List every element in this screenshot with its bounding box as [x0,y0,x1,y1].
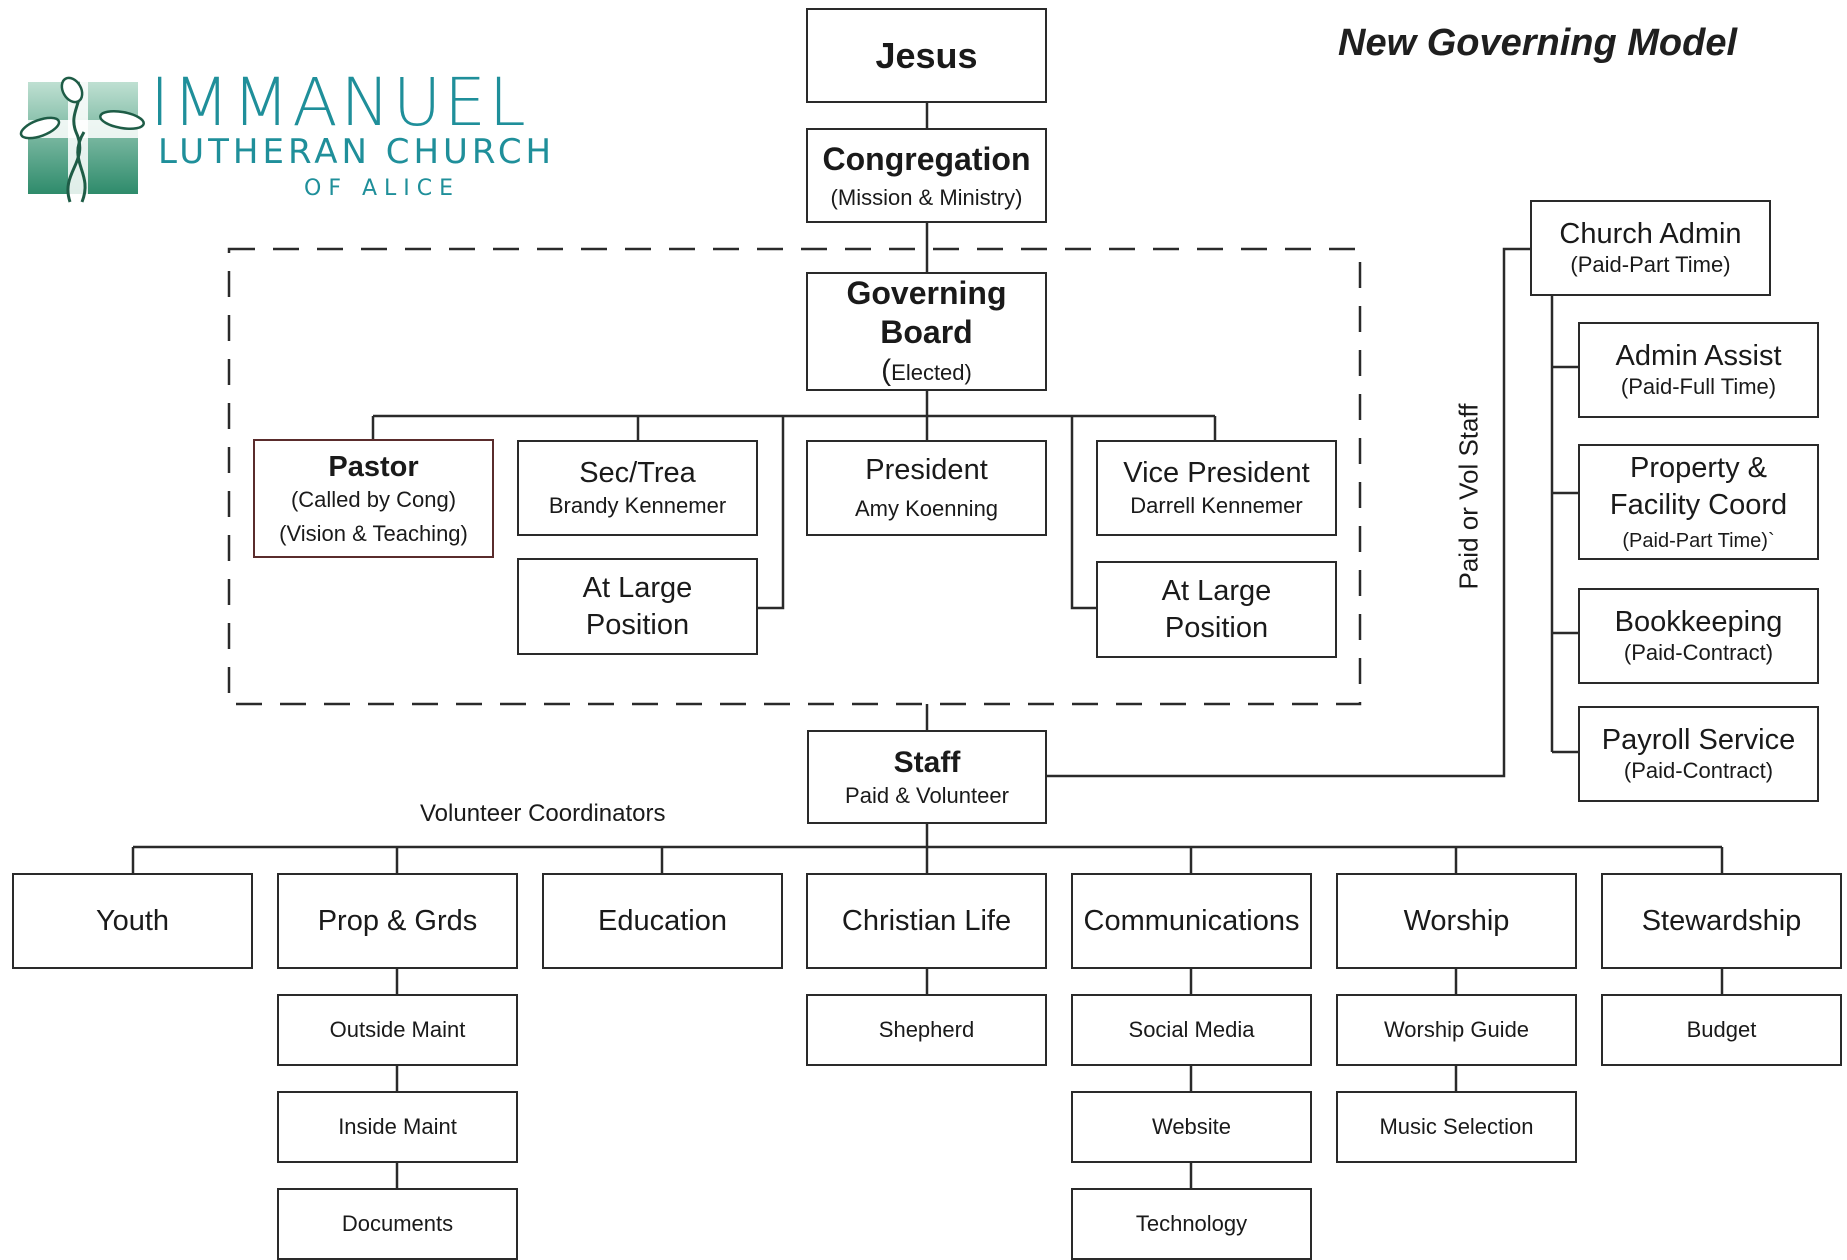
coordinator-prop-grds-label: Prop & Grds [317,904,478,937]
sec-trea-name: Brandy Kennemer [548,493,727,519]
sub-website-label: Website [1151,1113,1232,1139]
coordinator-prop-grds: Prop & Grds [277,873,518,969]
congregation-box: Congregation (Mission & Ministry) [806,128,1047,223]
staff-title: Staff [893,745,961,779]
payroll-title: Payroll Service [1601,724,1796,757]
coordinator-stewardship-label: Stewardship [1641,904,1802,937]
sub-outside-maint-label: Outside Maint [329,1016,466,1042]
pastor-title: Pastor [328,450,419,483]
logo-line1: IMMANUEL [150,64,529,141]
sec-trea-box: Sec/Trea Brandy Kennemer [517,440,758,536]
sub-budget: Budget [1601,994,1842,1066]
jesus-box: Jesus [806,8,1047,103]
sub-music-selection-label: Music Selection [1379,1113,1534,1139]
property-line1: Property & [1630,452,1767,485]
coordinator-worship-label: Worship [1403,904,1510,937]
logo-line2: LUTHERAN CHURCH [158,132,556,172]
admin-assist-box: Admin Assist (Paid-Full Time) [1578,322,1819,418]
board-sub-paren: ( [881,353,892,387]
church-admin-title: Church Admin [1559,218,1742,251]
sub-budget-label: Budget [1686,1016,1757,1042]
coordinator-stewardship: Stewardship [1601,873,1842,969]
church-logo: IMMANUEL LUTHERAN CHURCH OF ALICE [10,64,650,212]
admin-assist-title: Admin Assist [1615,340,1782,373]
pastor-box: Pastor (Called by Cong) (Vision & Teachi… [253,439,494,558]
sub-website: Website [1071,1091,1312,1163]
board-sub: (Elected) [881,353,972,389]
at-large-left-line2: Position [585,608,690,641]
staff-sub: Paid & Volunteer [845,782,1009,808]
coordinator-youth-label: Youth [95,904,170,937]
coordinator-education: Education [542,873,783,969]
at-large-right-line2: Position [1164,611,1269,644]
sub-documents: Documents [277,1188,518,1260]
sub-worship-guide: Worship Guide [1336,994,1577,1066]
bookkeeping-title: Bookkeeping [1614,606,1783,639]
jesus-label: Jesus [875,34,978,76]
coordinator-christian-life-label: Christian Life [841,904,1012,937]
payroll-service-box: Payroll Service (Paid-Contract) [1578,706,1819,802]
coordinator-worship: Worship [1336,873,1577,969]
board-title-line1: Governing [846,275,1007,312]
at-large-left-line1: At Large [582,571,693,604]
bookkeeping-sub: (Paid-Contract) [1623,640,1774,666]
property-facility-box: Property & Facility Coord (Paid-Part Tim… [1578,444,1819,560]
at-large-position-left: At Large Position [517,558,758,655]
sub-social-media-label: Social Media [1128,1016,1255,1042]
sub-technology-label: Technology [1135,1210,1248,1236]
governing-board-box: Governing Board (Elected) [806,272,1047,391]
property-sub: (Paid-Part Time)` [1622,529,1775,552]
admin-assist-sub: (Paid-Full Time) [1620,374,1777,400]
at-large-right-line1: At Large [1161,574,1272,607]
sub-technology: Technology [1071,1188,1312,1260]
sub-outside-maint: Outside Maint [277,994,518,1066]
sub-inside-maint: Inside Maint [277,1091,518,1163]
congregation-sub: (Mission & Ministry) [830,184,1023,210]
sec-trea-title: Sec/Trea [579,457,696,490]
vice-president-box: Vice President Darrell Kennemer [1096,440,1337,536]
president-title: President [865,454,988,487]
page-title: New Governing Model [1338,22,1738,64]
bookkeeping-box: Bookkeeping (Paid-Contract) [1578,588,1819,684]
sub-worship-guide-label: Worship Guide [1383,1016,1530,1042]
vice-president-title: Vice President [1123,457,1310,490]
church-admin-sub: (Paid-Part Time) [1570,252,1731,278]
coordinator-communications-label: Communications [1083,904,1300,937]
at-large-position-right: At Large Position [1096,561,1337,658]
board-title-line2: Board [880,313,973,350]
coordinator-communications: Communications [1071,873,1312,969]
congregation-title: Congregation [822,141,1031,178]
sub-documents-label: Documents [341,1210,454,1236]
sub-shepherd-label: Shepherd [878,1016,975,1042]
paid-or-vol-staff-label: Paid or Vol Staff [1453,403,1484,590]
sub-music-selection: Music Selection [1336,1091,1577,1163]
cross-vine-icon [19,76,145,203]
sub-inside-maint-label: Inside Maint [338,1113,457,1139]
payroll-sub: (Paid-Contract) [1623,758,1774,784]
church-admin-box: Church Admin (Paid-Part Time) [1530,200,1771,296]
vice-president-name: Darrell Kennemer [1130,493,1303,519]
property-line2: Facility Coord [1609,489,1788,521]
staff-box: Staff Paid & Volunteer [807,730,1047,824]
sub-shepherd: Shepherd [806,994,1047,1066]
pastor-line2: (Vision & Teaching) [279,520,468,546]
pastor-line1: (Called by Cong) [290,486,457,512]
sub-social-media: Social Media [1071,994,1312,1066]
logo-line3: OF ALICE [304,176,461,201]
coordinator-education-label: Education [598,904,727,937]
president-name: Amy Koenning [854,496,999,522]
volunteer-coordinators-label: Volunteer Coordinators [420,800,666,827]
board-sub-text: Elected) [891,359,972,385]
paid-or-vol-staff-label-wrap: Paid or Vol Staff [1369,404,1569,590]
coordinator-christian-life: Christian Life [806,873,1047,969]
president-box: President Amy Koenning [806,440,1047,536]
coordinator-youth: Youth [12,873,253,969]
